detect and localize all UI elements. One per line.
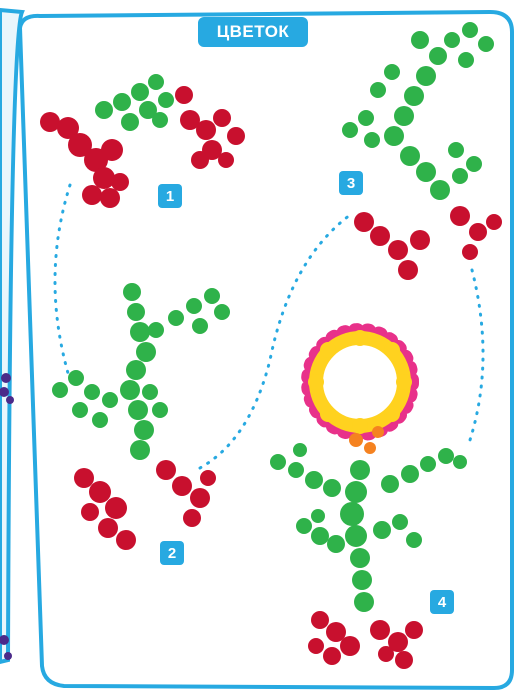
step4-model [270,330,467,669]
step2-model [52,283,230,550]
dotted-connector-3-4 [470,270,483,440]
step3-model [342,22,502,280]
step1-model [40,74,245,208]
step-badge-4: 4 [430,590,454,614]
step-badge-3: 3 [339,171,363,195]
step-badge-1: 1 [158,184,182,208]
neighbor-page-frame [0,10,22,662]
step-badge-2: 2 [160,541,184,565]
page-frame [20,12,512,688]
page-title: ЦВЕТОК [198,17,308,47]
dotted-connector-1-2 [55,185,70,380]
